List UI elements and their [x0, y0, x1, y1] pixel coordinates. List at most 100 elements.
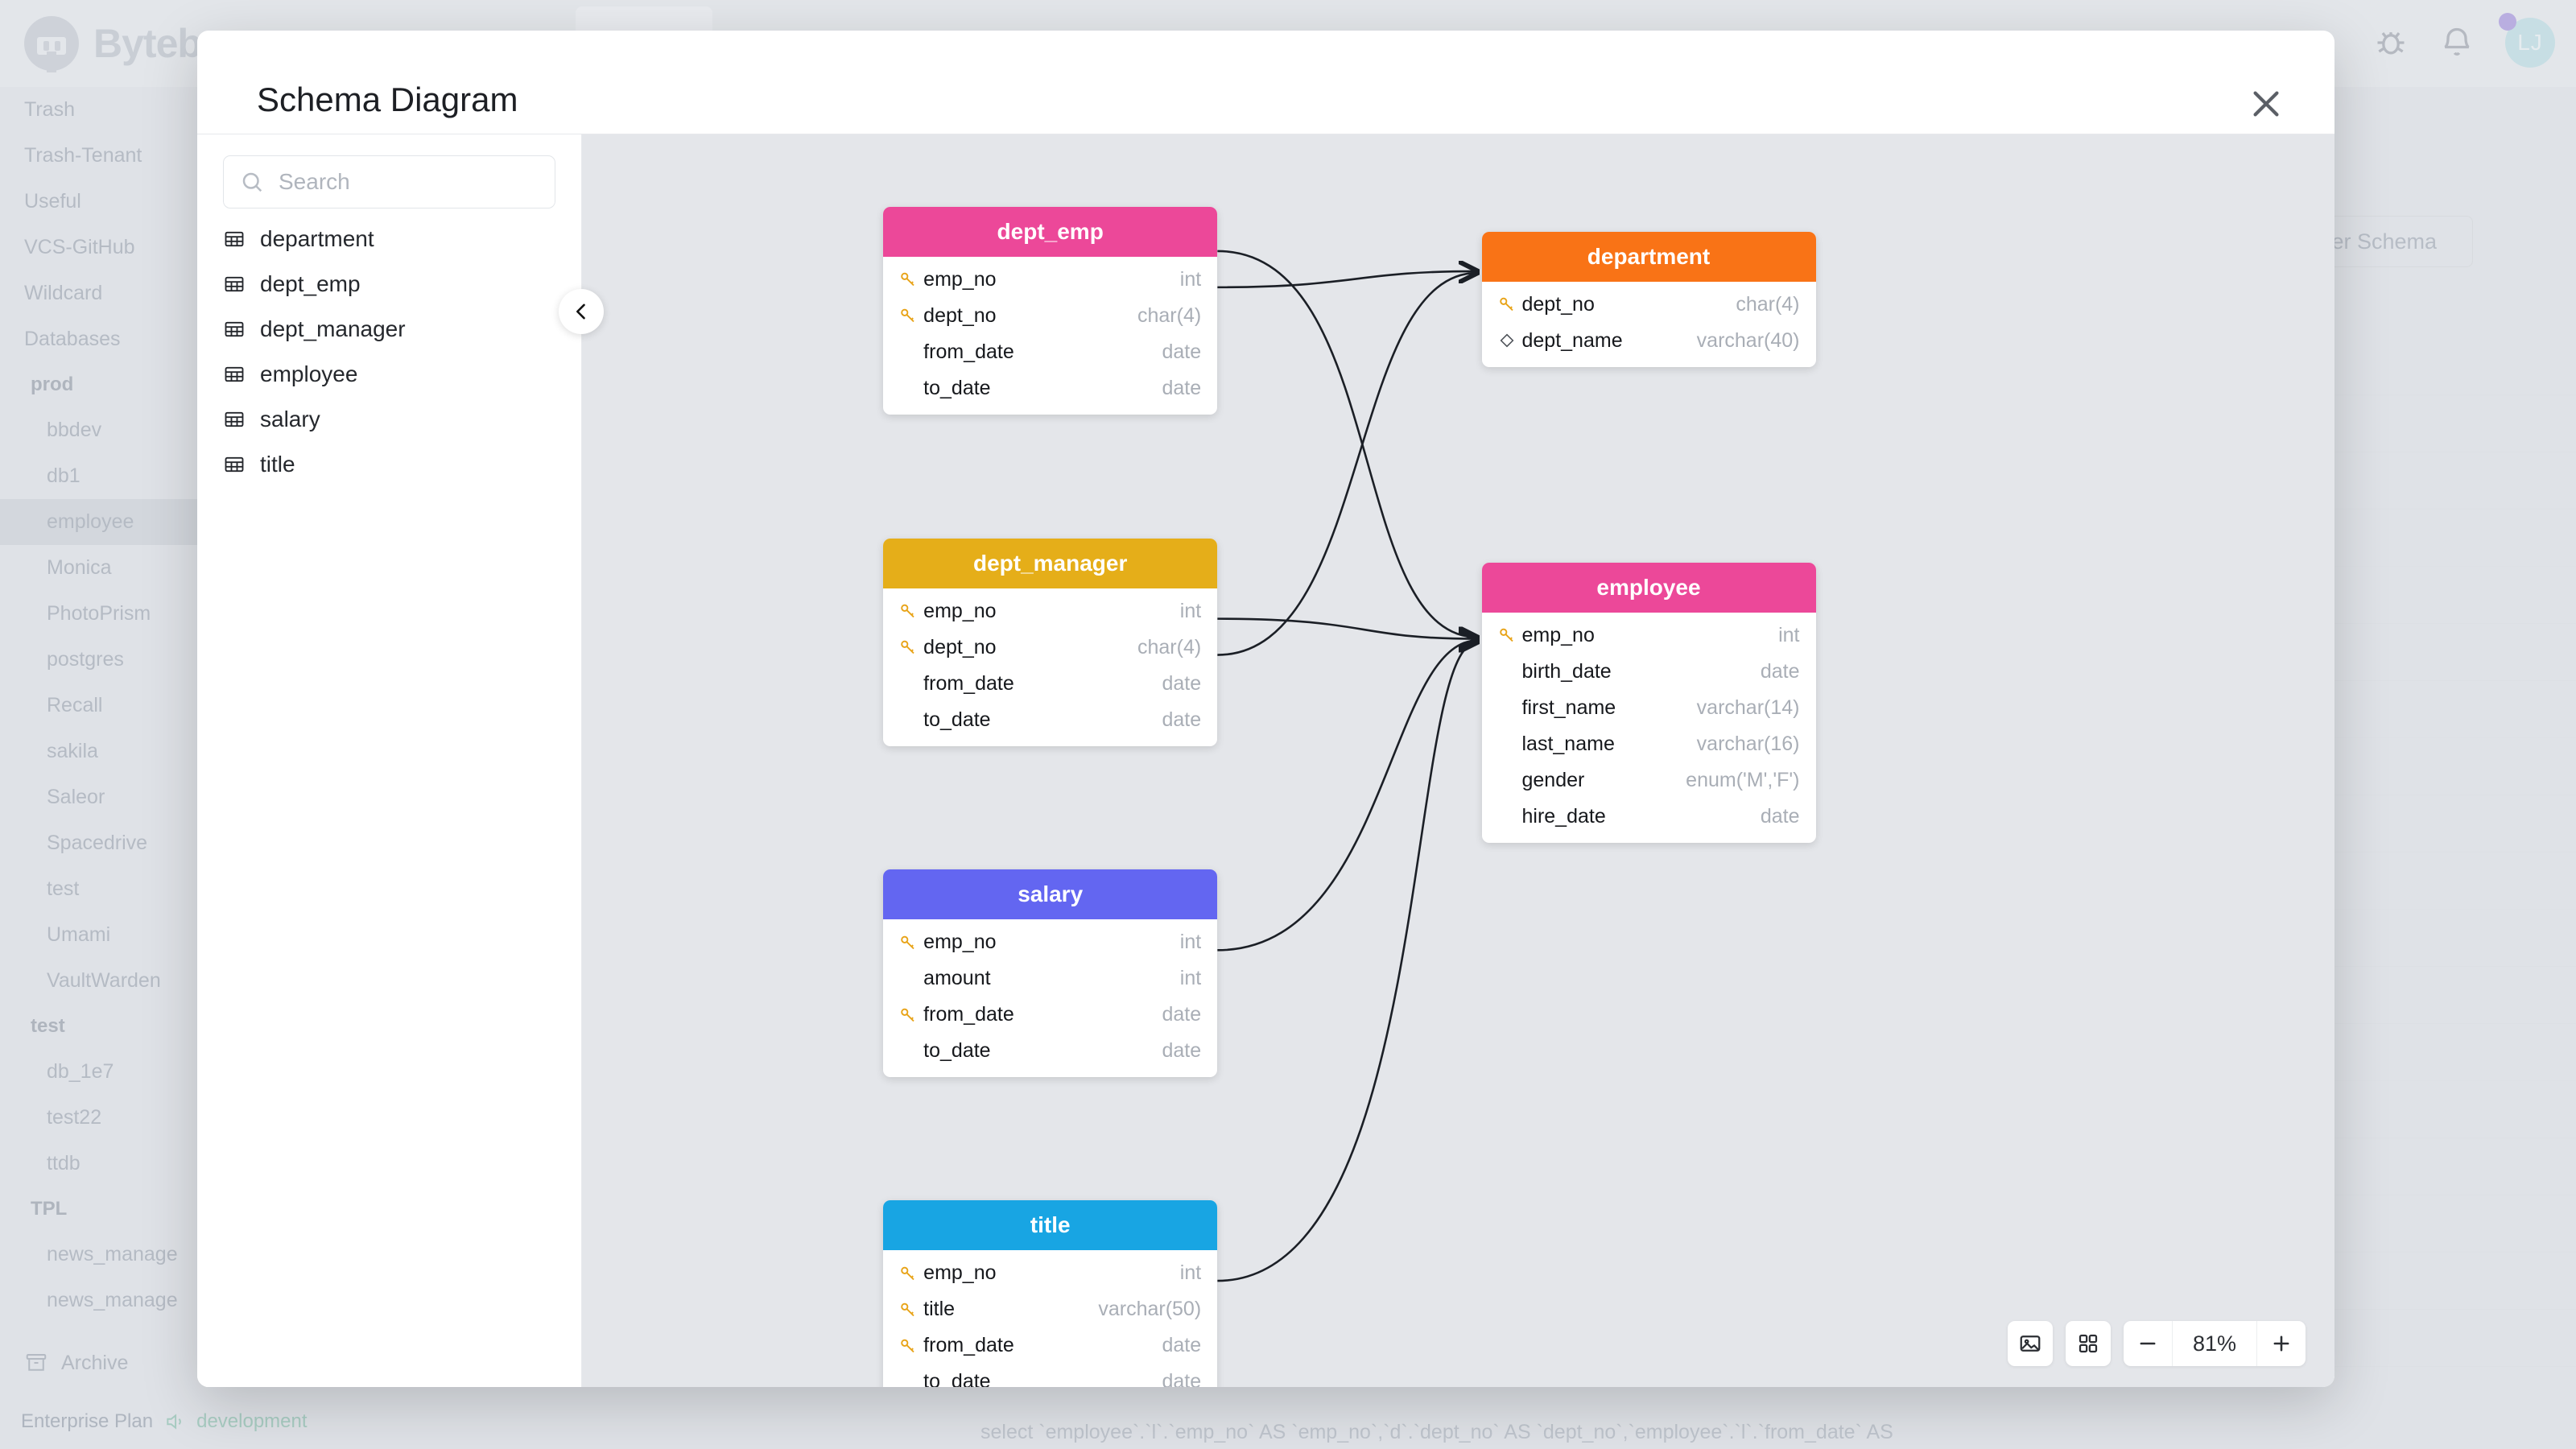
sidebar-item-bbdev[interactable]: bbdev [47, 419, 102, 441]
table-list-item-title[interactable]: title [197, 442, 581, 487]
search-input[interactable] [277, 168, 539, 196]
column-icon [1495, 332, 1519, 349]
sidebar-item-employee[interactable]: employee [0, 499, 206, 545]
sidebar-item-databases[interactable]: Databases [24, 328, 121, 350]
sidebar-item-saleor[interactable]: Saleor [47, 786, 105, 808]
column-name: emp_no [923, 267, 997, 291]
plan-label: Enterprise Plan [21, 1410, 154, 1432]
zoom-out-button[interactable] [2124, 1321, 2172, 1366]
sidebar-item-news-manage[interactable]: news_manage [47, 1289, 178, 1311]
sidebar-item-postgres[interactable]: postgres [47, 648, 124, 671]
modal-body: departmentdept_empdept_manageremployeesa… [197, 134, 2334, 1387]
table-list-item-dept_manager[interactable]: dept_manager [197, 307, 581, 352]
key-icon [901, 640, 914, 654]
sidebar-item-recall[interactable]: Recall [47, 694, 103, 716]
bell-icon[interactable] [2439, 25, 2475, 60]
sidebar-item-tpl: TPL [31, 1198, 68, 1220]
column-icon [896, 1300, 920, 1319]
sidebar-item-vaultwarden[interactable]: VaultWarden [47, 969, 161, 992]
table-list-item-department[interactable]: department [197, 217, 581, 262]
sidebar-item-monica[interactable]: Monica [47, 556, 112, 579]
sidebar-item-test22[interactable]: test22 [47, 1106, 102, 1129]
column-name: last_name [1521, 732, 1615, 755]
column-name: emp_no [923, 599, 997, 622]
table-list-item-employee[interactable]: employee [197, 352, 581, 397]
key-icon [901, 1339, 914, 1352]
sidebar-item-test[interactable]: test [47, 877, 80, 900]
column-name: emp_no [1521, 623, 1595, 646]
sidebar-item-ttdb[interactable]: ttdb [47, 1152, 80, 1174]
sidebar-item-photoprism[interactable]: PhotoPrism [47, 602, 151, 625]
sidebar-item-db1[interactable]: db1 [47, 464, 80, 487]
column-type: char(4) [1137, 303, 1202, 327]
sidebar-item-archive[interactable]: Archive [24, 1351, 128, 1375]
collapse-panel-button[interactable] [559, 289, 604, 334]
table-list-item-label: department [260, 226, 374, 251]
column-type: int [1778, 623, 1800, 646]
close-icon[interactable] [2248, 85, 2285, 122]
sidebar-item-sakila[interactable]: sakila [47, 740, 98, 762]
column-type: char(4) [1137, 635, 1202, 658]
column-name: amount [923, 967, 991, 990]
column-name: emp_no [923, 931, 997, 954]
sidebar-item-useful[interactable]: Useful [24, 190, 81, 213]
export-image-button[interactable] [2008, 1321, 2053, 1366]
sidebar-item-db-1e7[interactable]: db_1e7 [47, 1060, 114, 1083]
column-type: date [1162, 1334, 1202, 1357]
column-row[interactable]: emp_no int [1482, 617, 1816, 654]
table-list-item-dept_emp[interactable]: dept_emp [197, 262, 581, 307]
sidebar-item-umami[interactable]: Umami [47, 923, 111, 946]
search-box[interactable] [223, 155, 555, 208]
column-name: hire_date [1521, 804, 1606, 828]
zoom-in-button[interactable] [2257, 1321, 2306, 1366]
table-icon [225, 231, 244, 247]
auto-layout-button[interactable] [2066, 1321, 2111, 1366]
column-icon [896, 306, 920, 325]
sidebar-item-trash[interactable]: Trash [24, 98, 75, 121]
sidebar-item-vcs-github[interactable]: VCS-GitHub [24, 236, 135, 258]
sidebar-item-trash-tenant[interactable]: Trash-Tenant [24, 144, 142, 167]
column-type: date [1162, 340, 1202, 363]
table-list-item-label: title [260, 452, 295, 477]
bug-icon[interactable] [2373, 25, 2409, 60]
archive-label: Archive [61, 1351, 129, 1374]
column-type: char(4) [1736, 292, 1800, 316]
table-list-item-salary[interactable]: salary [197, 397, 581, 442]
zoom-level-label: 81% [2172, 1321, 2257, 1366]
node-title-dept_emp: dept_emp [883, 206, 1218, 257]
sidebar-item-wildcard[interactable]: Wildcard [24, 282, 103, 304]
sidebar-item-news-manage[interactable]: news_manage [47, 1243, 178, 1265]
table-icon [225, 456, 244, 473]
sidebar-item-spacedrive[interactable]: Spacedrive [47, 832, 148, 854]
